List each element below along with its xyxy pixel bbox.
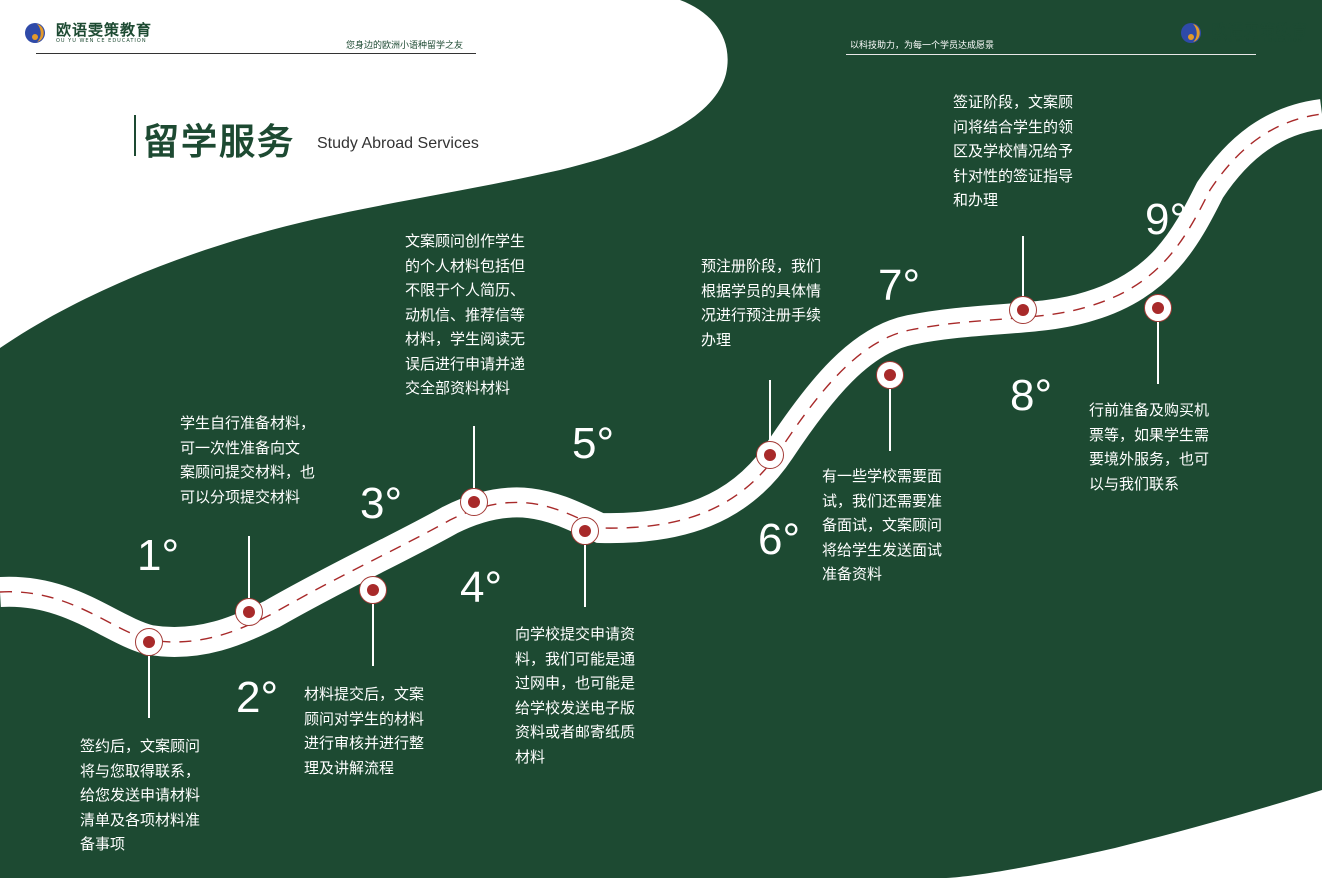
step-description-4: 文案顾问创作学生 的个人材料包括但 不限于个人简历、 动机信、推荐信等 材料，学… <box>405 229 525 401</box>
step-6-line: 预注册阶段，我们 <box>701 257 822 275</box>
step-3-line: 进行审核并进行整 <box>304 734 425 752</box>
step-7-line: 备面试，文案顾问 <box>822 516 943 534</box>
step-number-2: 2° <box>236 673 279 722</box>
step-number-9: 9° <box>1145 195 1188 244</box>
logo-icon <box>1181 23 1201 43</box>
step-number-4: 4° <box>460 563 503 612</box>
step-number-5: 5° <box>572 419 615 468</box>
step-node-1 <box>135 628 163 656</box>
step-9-line: 要境外服务，也可 <box>1089 450 1210 468</box>
step-5-line: 资料或者邮寄纸质 <box>515 723 636 741</box>
step-8-line: 签证阶段，文案顾 <box>953 93 1074 111</box>
step-2-line: 可以分项提交材料 <box>180 487 301 506</box>
step-number-3: 3° <box>360 479 403 528</box>
step-1-line: 签约后，文案顾问 <box>80 737 201 755</box>
tagline-right: 以科技助力，为每一个学员达成愿景 <box>850 41 995 51</box>
step-node-3 <box>359 576 387 604</box>
step-node-8 <box>1009 296 1037 324</box>
brand-name: 欧语雯策教育 <box>1212 21 1309 39</box>
step-9-line: 行前准备及购买机 <box>1089 401 1210 419</box>
step-description-1: 签约后，文案顾问 将与您取得联系， 给您发送申请材料 清单及各项材料准 备事项 <box>80 734 200 857</box>
section-subtitle: Study Abroad Services <box>317 135 479 152</box>
step-3-line: 材料提交后，文案 <box>304 685 425 703</box>
step-7-line: 试，我们还需要准 <box>822 491 943 510</box>
step-node-9 <box>1144 294 1172 322</box>
step-6-line: 根据学员的具体情 <box>701 281 822 300</box>
step-description-9: 行前准备及购买机 票等，如果学生需 要境外服务，也可 以与我们联系 <box>1089 398 1209 496</box>
step-number-7: 7° <box>878 261 921 310</box>
brand-name: 欧语雯策教育 <box>56 21 153 39</box>
step-9-line: 以与我们联系 <box>1089 474 1180 493</box>
step-description-7: 有一些学校需要面 试，我们还需要准 备面试，文案顾问 将给学生发送面试 准备资料 <box>822 464 942 587</box>
step-5-line: 过网申，也可能是 <box>515 674 636 692</box>
brand-logo-right: 欧语雯策教育 OU YU WEN CE EDUCATION <box>1180 20 1308 46</box>
step-4-line: 交全部资料材料 <box>405 379 511 397</box>
step-7-line: 将给学生发送面试 <box>822 540 943 559</box>
step-4-line: 的个人材料包括但 <box>405 256 526 275</box>
step-5-line: 向学校提交申请资 <box>515 625 636 643</box>
step-5-line: 材料 <box>515 747 546 766</box>
step-6-line: 办理 <box>701 330 732 349</box>
step-1-line: 清单及各项材料准 <box>80 810 201 829</box>
step-4-line: 文案顾问创作学生 <box>405 232 526 250</box>
step-5-line: 给学校发送电子版 <box>515 698 636 717</box>
brand-logo-left: 欧语雯策教育 OU YU WEN CE EDUCATION <box>24 20 152 46</box>
step-3-line: 顾问对学生的材料 <box>304 709 425 728</box>
step-7-line: 准备资料 <box>822 565 883 583</box>
step-description-2: 学生自行准备材料， 可一次性准备向文 案顾问提交材料，也 可以分项提交材料 <box>180 411 315 509</box>
step-number-1: 1° <box>137 531 180 580</box>
step-8-line: 针对性的签证指导 <box>953 166 1074 185</box>
step-description-5: 向学校提交申请资 料，我们可能是通 过网申，也可能是 给学校发送电子版 资料或者… <box>515 622 635 769</box>
step-4-line: 不限于个人简历、 <box>405 281 526 299</box>
section-title: 留学服务 <box>143 122 296 163</box>
step-2-line: 学生自行准备材料， <box>180 414 316 432</box>
step-7-line: 有一些学校需要面 <box>822 467 943 485</box>
leader-line-3 <box>372 604 374 666</box>
step-1-line: 给您发送申请材料 <box>80 786 201 804</box>
step-5-line: 料，我们可能是通 <box>515 649 636 668</box>
leader-line-1 <box>148 656 150 718</box>
step-1-line: 将与您取得联系， <box>80 761 201 780</box>
leader-line-5 <box>584 545 586 607</box>
header-rule-left <box>36 53 476 54</box>
step-1-line: 备事项 <box>80 835 126 853</box>
brand-sub: OU YU WEN CE EDUCATION <box>1212 38 1303 44</box>
step-4-line: 动机信、推荐信等 <box>405 305 526 324</box>
step-4-line: 材料，学生阅读无 <box>405 330 526 348</box>
logo-icon <box>25 23 45 43</box>
step-description-8: 签证阶段，文案顾 问将结合学生的领 区及学校情况给予 针对性的签证指导 和办理 <box>953 90 1073 213</box>
leader-line-2 <box>248 536 250 598</box>
leader-line-7 <box>889 389 891 451</box>
step-8-line: 问将结合学生的领 <box>953 117 1074 136</box>
step-8-line: 和办理 <box>953 191 999 209</box>
step-node-5 <box>571 517 599 545</box>
step-node-4 <box>460 488 488 516</box>
step-node-2 <box>235 598 263 626</box>
leader-line-4 <box>473 426 475 488</box>
leader-line-6 <box>769 380 771 442</box>
brand-sub: OU YU WEN CE EDUCATION <box>56 38 147 44</box>
header-rule-right <box>846 54 1256 55</box>
step-node-6 <box>756 441 784 469</box>
leader-line-9 <box>1157 322 1159 384</box>
step-2-line: 可一次性准备向文 <box>180 438 301 457</box>
step-number-8: 8° <box>1010 371 1053 420</box>
step-node-7 <box>876 361 904 389</box>
step-description-6: 预注册阶段，我们 根据学员的具体情 况进行预注册手续 办理 <box>701 254 821 352</box>
road-centerline <box>0 113 1322 643</box>
step-2-line: 案顾问提交材料，也 <box>180 463 316 481</box>
step-4-line: 误后进行申请并递 <box>405 354 526 373</box>
title-accent-bar <box>134 115 136 156</box>
step-3-line: 理及讲解流程 <box>304 758 395 777</box>
tagline-left: 您身边的欧洲小语种留学之友 <box>346 41 464 51</box>
step-6-line: 况进行预注册手续 <box>701 306 822 324</box>
step-number-6: 6° <box>758 515 801 564</box>
leader-line-8 <box>1022 236 1024 298</box>
step-8-line: 区及学校情况给予 <box>953 142 1074 160</box>
step-description-3: 材料提交后，文案 顾问对学生的材料 进行审核并进行整 理及讲解流程 <box>304 682 424 780</box>
step-9-line: 票等，如果学生需 <box>1089 425 1210 444</box>
